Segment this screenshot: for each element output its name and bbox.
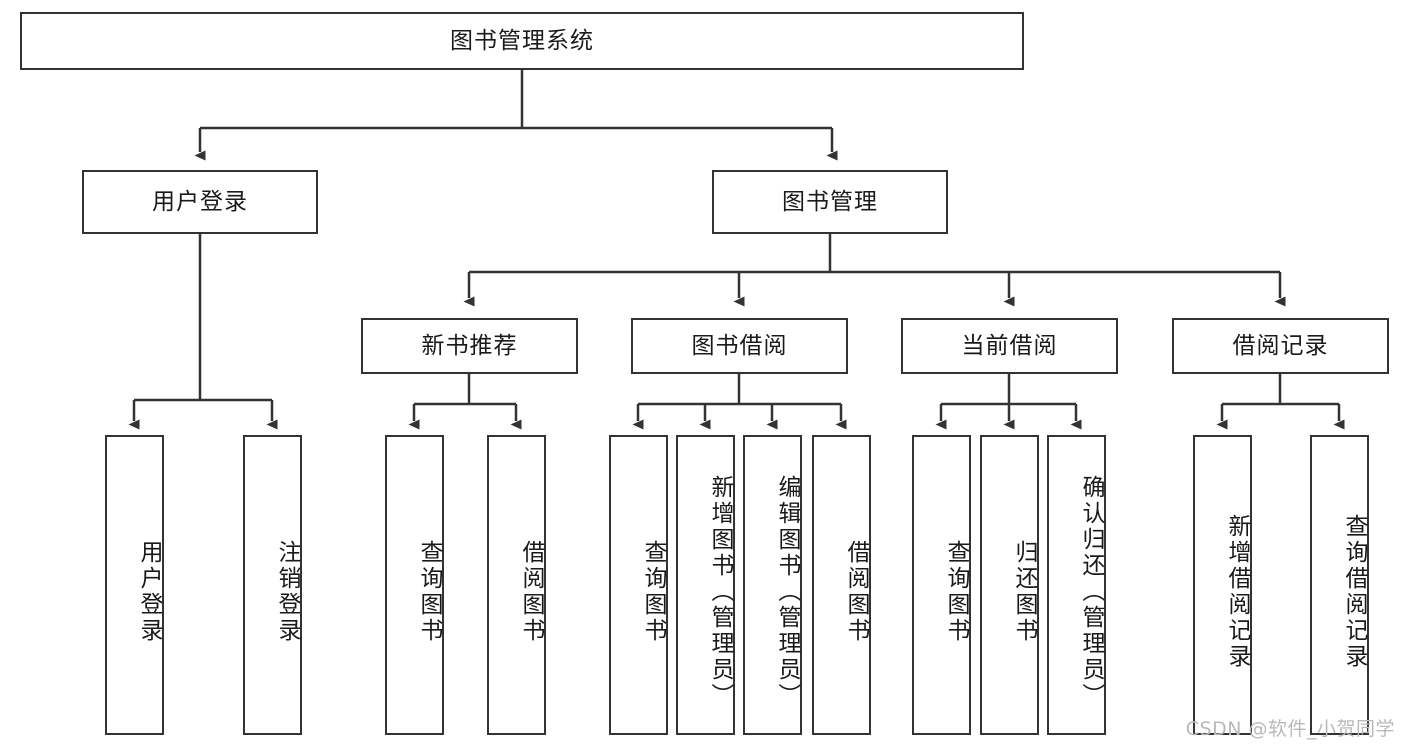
node-leaf-confirm-return-label: 确认归还（管理员）	[1078, 475, 1104, 709]
node-leaf-add-record[interactable]: 新增借阅记录	[1193, 435, 1252, 735]
node-leaf-add-book[interactable]: 新增图书（管理员）	[676, 435, 735, 735]
node-leaf-return-book-label: 归还图书	[1011, 540, 1037, 644]
csdn-watermark: CSDN @软件_小贺同学	[1185, 718, 1395, 740]
node-leaf-confirm-return[interactable]: 确认归还（管理员）	[1047, 435, 1106, 735]
node-leaf-query-book-3[interactable]: 查询图书	[912, 435, 971, 735]
node-leaf-add-book-label: 新增图书（管理员）	[707, 475, 733, 709]
node-leaf-edit-book-label: 编辑图书（管理员）	[774, 475, 800, 709]
node-new-book-rec[interactable]: 新书推荐	[361, 318, 578, 374]
node-leaf-query-book-1-label: 查询图书	[416, 540, 442, 644]
node-book-manage[interactable]: 图书管理	[712, 170, 948, 234]
node-book-borrow-label: 图书借阅	[691, 332, 788, 359]
node-book-borrow[interactable]: 图书借阅	[631, 318, 848, 374]
node-leaf-borrow-book-2-label: 借阅图书	[843, 540, 869, 644]
node-borrow-record-label: 借阅记录	[1232, 332, 1329, 359]
node-user-login-label: 用户登录	[152, 188, 248, 215]
node-leaf-return-book[interactable]: 归还图书	[980, 435, 1039, 735]
node-leaf-add-record-label: 新增借阅记录	[1224, 514, 1250, 670]
node-root[interactable]: 图书管理系统	[20, 12, 1024, 70]
node-borrow-record[interactable]: 借阅记录	[1172, 318, 1389, 374]
node-leaf-borrow-book-1-label: 借阅图书	[518, 540, 544, 644]
node-current-borrow[interactable]: 当前借阅	[901, 318, 1118, 374]
node-leaf-query-record[interactable]: 查询借阅记录	[1310, 435, 1369, 735]
node-leaf-query-record-label: 查询借阅记录	[1341, 514, 1367, 670]
node-leaf-logout-label: 注销登录	[274, 540, 300, 644]
node-user-login[interactable]: 用户登录	[82, 170, 318, 234]
node-leaf-borrow-book-1[interactable]: 借阅图书	[487, 435, 546, 735]
node-leaf-user-login[interactable]: 用户登录	[105, 435, 164, 735]
node-leaf-query-book-3-label: 查询图书	[943, 540, 969, 644]
node-current-borrow-label: 当前借阅	[961, 332, 1058, 359]
node-leaf-query-book-1[interactable]: 查询图书	[385, 435, 444, 735]
node-leaf-query-book-2[interactable]: 查询图书	[609, 435, 668, 735]
node-leaf-edit-book[interactable]: 编辑图书（管理员）	[743, 435, 802, 735]
node-leaf-query-book-2-label: 查询图书	[640, 540, 666, 644]
node-new-book-rec-label: 新书推荐	[421, 332, 518, 359]
node-leaf-logout[interactable]: 注销登录	[243, 435, 302, 735]
node-leaf-borrow-book-2[interactable]: 借阅图书	[812, 435, 871, 735]
node-root-label: 图书管理系统	[450, 27, 594, 54]
node-leaf-user-login-label: 用户登录	[136, 540, 162, 644]
node-book-manage-label: 图书管理	[782, 188, 878, 215]
